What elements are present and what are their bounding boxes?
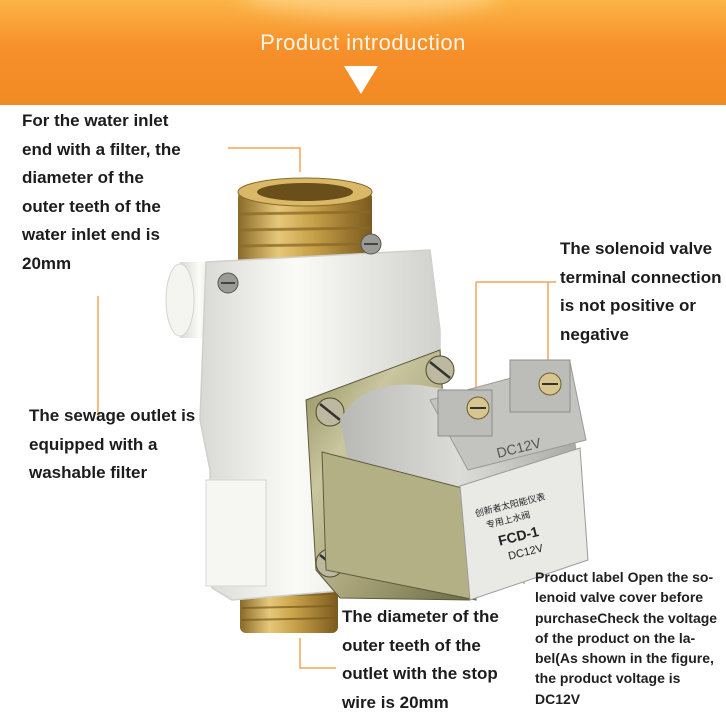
annotation-inlet-line: end with a filter, the: [22, 139, 181, 159]
annotation-solenoid-line: terminal connection: [560, 267, 722, 287]
annotation-sewage: The sewage outlet is equipped with a was…: [29, 402, 195, 488]
annotation-solenoid: The solenoid valve terminal connection i…: [560, 235, 722, 349]
down-triangle-icon: [344, 66, 378, 94]
annotation-sewage-line: washable filter: [29, 463, 148, 482]
annotation-outlet: The diameter of the outer teeth of the o…: [342, 603, 499, 717]
annotation-label-line: bel(As shown in the figure,: [535, 650, 714, 667]
annotation-inlet-line: diameter of the: [22, 168, 144, 187]
annotation-label-line: of the product on the la-: [535, 629, 696, 646]
annotation-solenoid-line: negative: [560, 324, 629, 344]
annotation-outlet-line: The diameter of the: [342, 607, 499, 626]
annotation-inlet-line: outer teeth of the: [22, 196, 161, 216]
annotation-label-line: DC12V: [535, 690, 581, 707]
annotation-label-line: the product voltage is: [535, 670, 681, 687]
annotation-sewage-line: equipped with a: [29, 434, 158, 454]
leader-outlet: [299, 638, 336, 669]
header-title: Product introduction: [260, 30, 466, 55]
leader-inlet: [228, 147, 301, 172]
header-glow: [240, 0, 500, 15]
annotation-sewage-line: The sewage outlet is: [29, 406, 196, 425]
annotation-product-label: Product label Open the so- lenoid valve …: [535, 567, 717, 709]
annotation-label-line: lenoid valve cover before: [535, 589, 704, 606]
front-label-plate: 创新者太阳能仪表 专用上水阀 FCD-1 DC12V: [321, 447, 589, 601]
annotation-solenoid-line: is not positive or: [560, 296, 697, 315]
annotation-solenoid-line: The solenoid valve: [560, 239, 713, 258]
annotation-label-line: Product label Open the so-: [535, 569, 714, 585]
annotation-outlet-line: wire is 20mm: [342, 692, 449, 712]
annotation-outlet-line: outer teeth of the: [342, 635, 481, 655]
annotation-inlet-line: 20mm: [22, 253, 72, 273]
header-banner: Product introduction: [0, 0, 726, 105]
annotation-inlet: For the water inlet end with a filter, t…: [22, 107, 181, 278]
annotation-outlet-line: outlet with the stop: [342, 664, 498, 683]
annotation-inlet-line: For the water inlet: [22, 111, 169, 130]
annotation-inlet-line: water inlet end is: [22, 225, 160, 244]
annotation-label-line: purchaseCheck the voltage: [535, 609, 718, 626]
